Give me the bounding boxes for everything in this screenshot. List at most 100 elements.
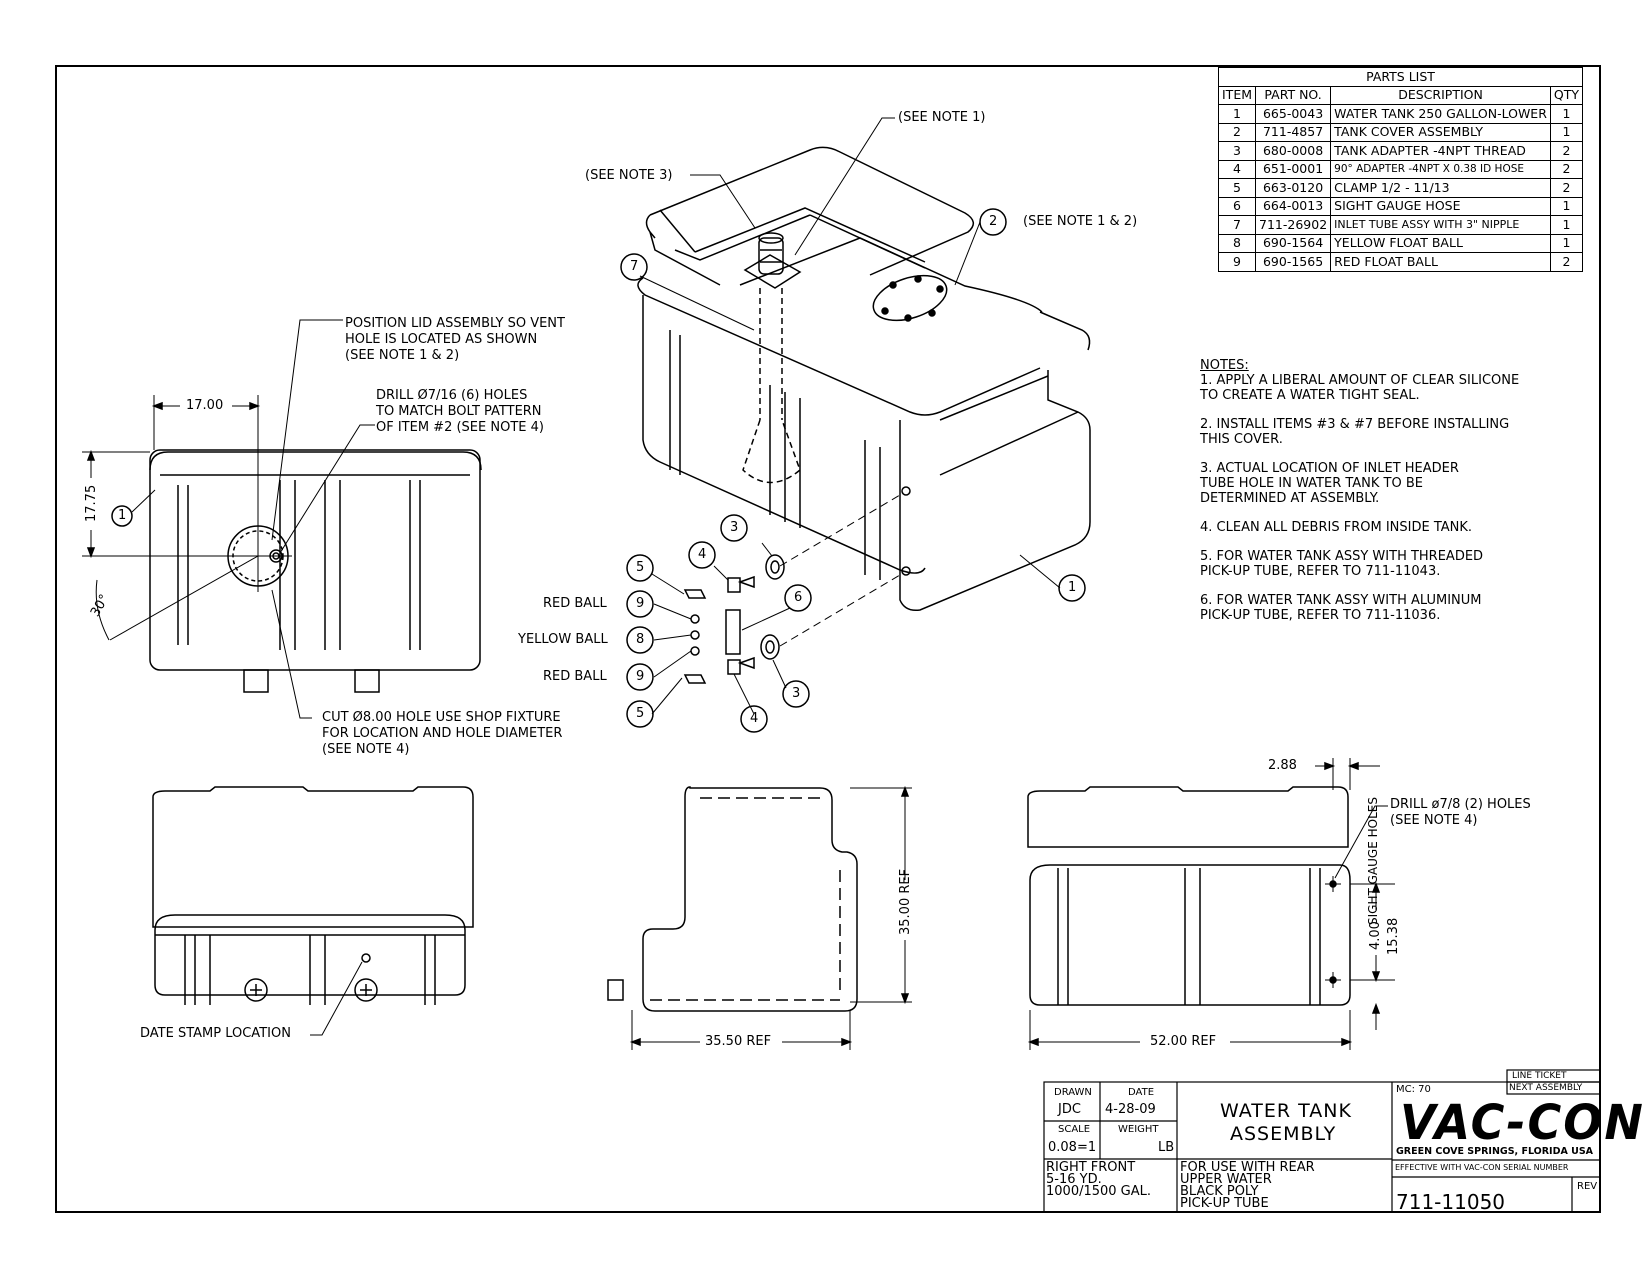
part-cell: 680-0008 xyxy=(1255,141,1332,161)
tb-rev-label: REV xyxy=(1577,1181,1598,1192)
desc-cell: RED FLOAT BALL xyxy=(1330,252,1551,272)
notes-block: NOTES: 1. APPLY A LIBERAL AMOUNT OF CLEA… xyxy=(1200,358,1519,637)
tb-mc: MC: 70 xyxy=(1396,1084,1431,1095)
callout-see-note-3: (SEE NOTE 3) xyxy=(585,168,673,183)
balloon-5b: 5 xyxy=(636,706,645,721)
balloon-8: 8 xyxy=(636,632,645,647)
label-date-stamp: DATE STAMP LOCATION xyxy=(140,1026,291,1041)
callout-drill-1: DRILL Ø7/16 (6) HOLES xyxy=(376,388,528,403)
tb-location-1: RIGHT FRONT xyxy=(1046,1160,1136,1175)
side-view xyxy=(607,785,912,1050)
header-cell: QTY xyxy=(1549,85,1584,105)
part-cell: 665-0043 xyxy=(1255,104,1332,124)
dim-35-00: 35.00 REF xyxy=(898,868,913,935)
part-cell: 664-0013 xyxy=(1255,196,1332,216)
header-cell: DESCRIPTION xyxy=(1330,85,1551,105)
note-item: 6. FOR WATER TANK ASSY WITH ALUMINUM PIC… xyxy=(1200,593,1482,623)
tb-usage-2: UPPER WATER xyxy=(1180,1172,1272,1187)
item-cell: 2 xyxy=(1217,122,1257,142)
callout-cut-1: CUT Ø8.00 HOLE USE SHOP FIXTURE xyxy=(322,710,561,725)
tb-company-location: GREEN COVE SPRINGS, FLORIDA USA xyxy=(1396,1146,1594,1157)
qty-cell: 2 xyxy=(1549,178,1584,198)
qty-cell: 1 xyxy=(1549,122,1584,142)
callout-drill-78-2: (SEE NOTE 4) xyxy=(1390,813,1478,828)
note-item: 5. FOR WATER TANK ASSY WITH THREADED PIC… xyxy=(1200,549,1484,579)
sheet-border xyxy=(55,65,1601,1213)
desc-cell: INLET TUBE ASSY WITH 3" NIPPLE xyxy=(1330,215,1551,235)
label-sight-gauge: SIGHT GAUGE HOLES xyxy=(1366,797,1380,925)
part-cell: 651-0001 xyxy=(1255,159,1332,179)
part-cell: 711-4857 xyxy=(1255,122,1332,142)
tb-drawn-label: DRAWN xyxy=(1054,1087,1092,1098)
balloon-3a: 3 xyxy=(730,520,739,535)
balloon-3b: 3 xyxy=(792,686,801,701)
desc-cell: CLAMP 1/2 - 11/13 xyxy=(1330,178,1551,198)
callout-drill-2: TO MATCH BOLT PATTERN xyxy=(376,404,542,419)
callout-see-note-1-2: (SEE NOTE 1 & 2) xyxy=(1023,214,1138,229)
callout-cut-2: FOR LOCATION AND HOLE DIAMETER xyxy=(322,726,563,741)
qty-cell: 2 xyxy=(1549,159,1584,179)
tb-scale-value: 0.08=1 xyxy=(1048,1140,1097,1155)
vac-con-logo: VAC-CON xyxy=(1400,1093,1645,1151)
tb-location-2: 5-16 YD. xyxy=(1046,1172,1102,1187)
front-view xyxy=(152,786,474,1036)
balloon-9a: 9 xyxy=(636,596,645,611)
desc-cell: TANK COVER ASSEMBLY xyxy=(1330,122,1551,142)
balloon-4b: 4 xyxy=(750,711,759,726)
tb-title-line2: ASSEMBLY xyxy=(1230,1123,1337,1145)
tb-line-ticket: LINE TICKET xyxy=(1512,1071,1567,1081)
item-cell: 9 xyxy=(1217,252,1257,272)
title-block-frame xyxy=(1043,1069,1601,1213)
item-cell: 3 xyxy=(1217,141,1257,161)
parts-list-table: PARTS LIST ITEM PART NO. DESCRIPTION QTY… xyxy=(1217,67,1584,272)
dim-15-38: 15.38 xyxy=(1386,917,1401,955)
dim-4-00: 4.00 xyxy=(1368,921,1383,950)
tb-drawing-number: 711-11050 xyxy=(1396,1190,1506,1214)
qty-cell: 2 xyxy=(1549,252,1584,272)
tb-weight-value: LB xyxy=(1158,1140,1175,1155)
callout-position-lid-3: (SEE NOTE 1 & 2) xyxy=(345,348,460,363)
desc-cell: WATER TANK 250 GALLON-LOWER xyxy=(1330,104,1551,124)
tb-weight-label: WEIGHT xyxy=(1118,1124,1159,1135)
callout-position-lid-2: HOLE IS LOCATED AS SHOWN xyxy=(345,332,538,347)
desc-cell: YELLOW FLOAT BALL xyxy=(1330,233,1551,253)
top-view xyxy=(82,319,482,719)
balloon-1-top: 1 xyxy=(118,508,127,523)
qty-cell: 1 xyxy=(1549,104,1584,124)
callout-drill-3: OF ITEM #2 (SEE NOTE 4) xyxy=(376,420,544,435)
balloon-6: 6 xyxy=(794,590,803,605)
tb-usage-3: BLACK POLY xyxy=(1180,1184,1259,1199)
dim-2-88: 2.88 xyxy=(1268,758,1297,773)
balloon-5a: 5 xyxy=(636,560,645,575)
header-cell: PART NO. xyxy=(1255,85,1332,105)
callout-cut-3: (SEE NOTE 4) xyxy=(322,742,410,757)
tb-effective: EFFECTIVE WITH VAC-CON SERIAL NUMBER xyxy=(1395,1163,1569,1172)
tb-usage-4: PICK-UP TUBE xyxy=(1180,1196,1269,1211)
balloon-9b: 9 xyxy=(636,669,645,684)
tb-date-value: 4-28-09 xyxy=(1105,1102,1156,1117)
dim-35-50: 35.50 REF xyxy=(705,1034,772,1049)
parts-list-header: ITEM PART NO. DESCRIPTION QTY xyxy=(1217,85,1584,105)
qty-cell: 1 xyxy=(1549,215,1584,235)
label-yellow-ball: YELLOW BALL xyxy=(518,632,608,647)
qty-cell: 1 xyxy=(1549,233,1584,253)
part-cell: 690-1565 xyxy=(1255,252,1332,272)
tb-next-assembly: NEXT ASSEMBLY xyxy=(1509,1083,1583,1093)
item-cell: 4 xyxy=(1217,159,1257,179)
balloon-2: 2 xyxy=(989,214,998,229)
parts-list-title: PARTS LIST xyxy=(1217,67,1584,87)
balloon-4a: 4 xyxy=(698,547,707,562)
callout-see-note-1: (SEE NOTE 1) xyxy=(898,110,986,125)
part-cell: 663-0120 xyxy=(1255,178,1332,198)
note-item: 2. INSTALL ITEMS #3 & #7 BEFORE INSTALLI… xyxy=(1200,417,1510,447)
part-cell: 711-26902 xyxy=(1255,215,1332,235)
item-cell: 6 xyxy=(1217,196,1257,216)
